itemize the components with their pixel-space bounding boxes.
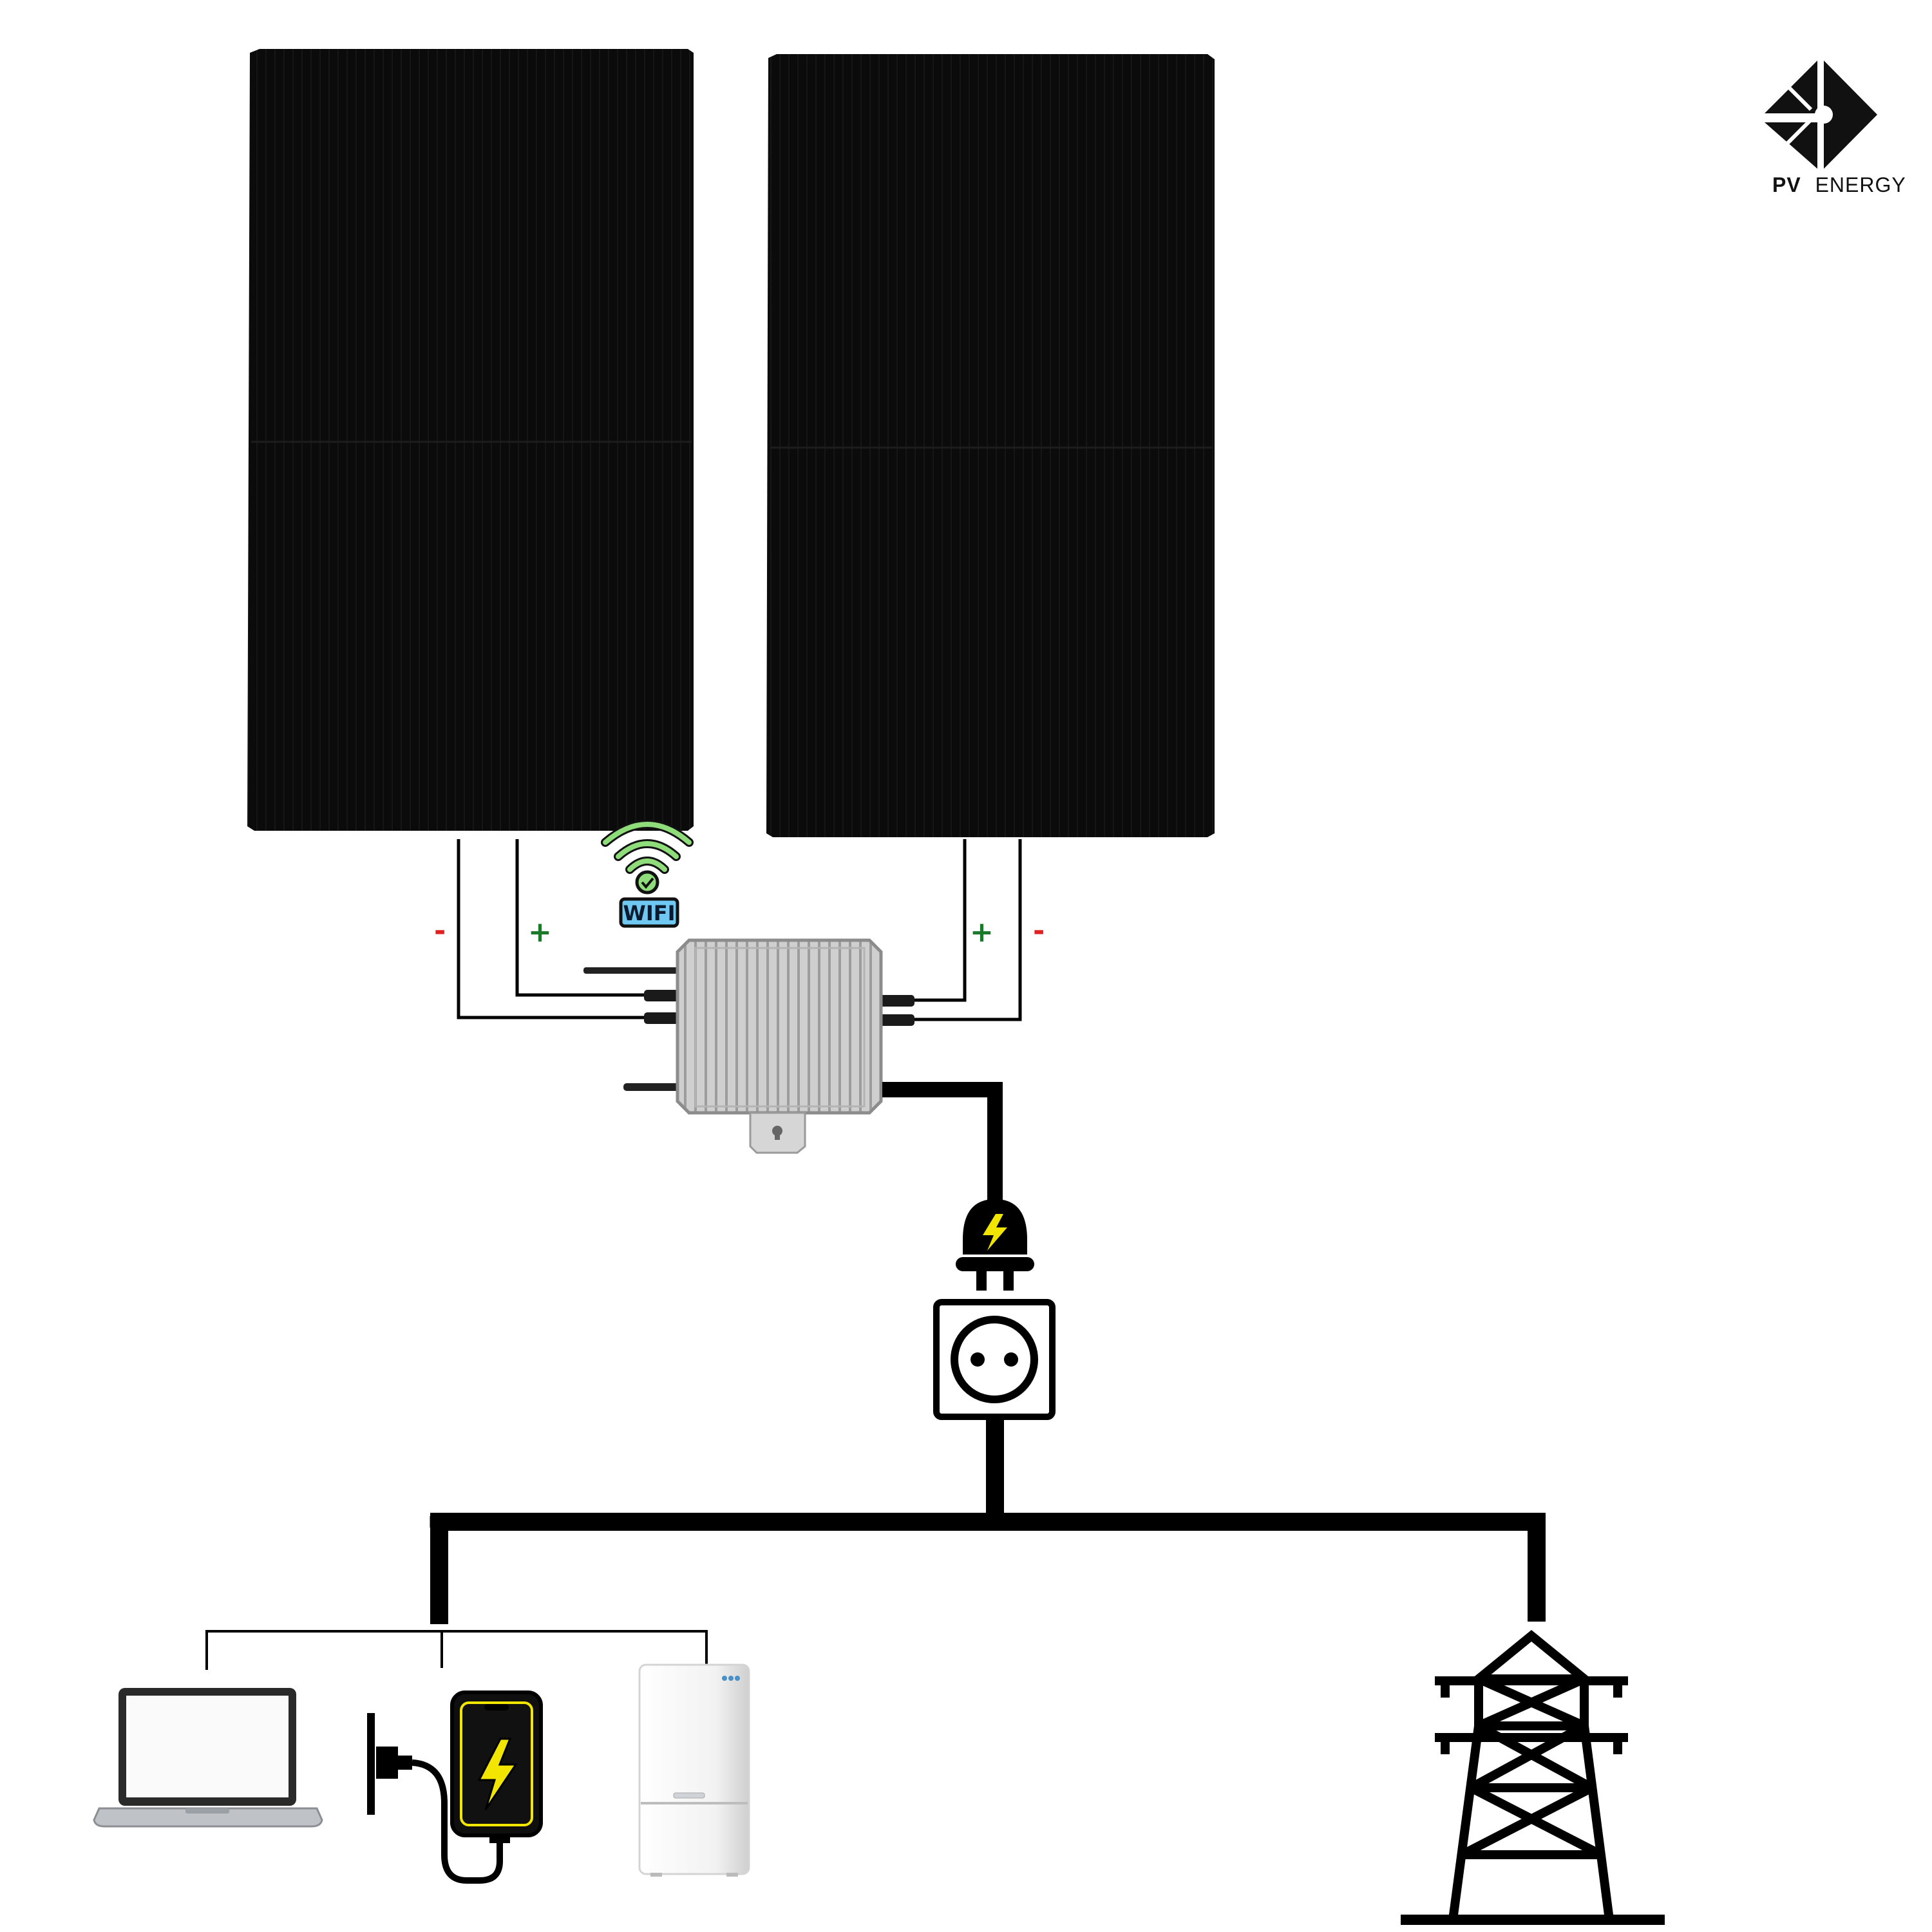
wifi-label: WIFI <box>623 901 676 925</box>
power-pylon-icon <box>1401 1629 1665 1925</box>
solar-panel-right <box>766 54 1215 837</box>
dc-wiring <box>457 839 1022 1021</box>
brand-name-rest: ENERGY <box>1815 173 1906 196</box>
fridge-icon <box>638 1663 750 1877</box>
solar-panel-left <box>247 49 694 831</box>
micro-inverter <box>583 938 914 1154</box>
laptop-icon <box>93 1688 323 1828</box>
plug-icon <box>956 1199 1034 1291</box>
wifi-check-icon: WIFI <box>601 820 694 928</box>
phone-charging-icon <box>367 1690 543 1884</box>
ac-output-wire <box>882 1082 1003 1203</box>
distribution-wiring <box>205 1420 1546 1670</box>
right-positive-label: + <box>970 916 994 949</box>
brand-name-bold: PV <box>1772 173 1801 196</box>
left-positive-label: + <box>528 916 552 949</box>
pv-energy-logo: PV ENERGY <box>1765 61 1906 196</box>
left-negative-label: - <box>434 914 446 947</box>
brand-name: PV ENERGY <box>1772 173 1906 196</box>
socket-icon <box>933 1299 1056 1420</box>
right-negative-label: - <box>1033 914 1045 947</box>
